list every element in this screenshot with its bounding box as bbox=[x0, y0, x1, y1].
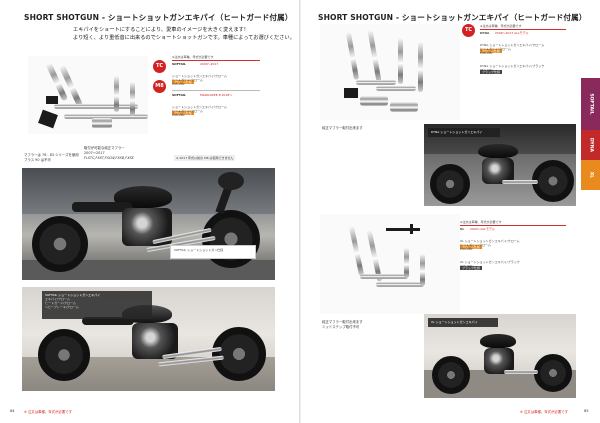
xl-spec-rule bbox=[460, 225, 566, 226]
dyna-spec-header: ※注文は車種、年式が必要です bbox=[480, 24, 522, 28]
tc-badge: TC bbox=[153, 60, 166, 73]
xl-note-1: 純正マフラー取付出来ます bbox=[322, 320, 363, 324]
left-spec-header: ※注文は車種、年式が必要です bbox=[172, 55, 214, 59]
dyna-price: ¥48,000 bbox=[480, 51, 493, 55]
xl-note-2: ミッドステップ取付不可 bbox=[322, 325, 360, 329]
dyna-tag2: ブラック仕様 bbox=[480, 70, 503, 74]
m8-badge: M8 bbox=[153, 80, 166, 93]
spec1-price: ¥48,000 bbox=[172, 82, 185, 86]
xl-tag: クローム仕様 bbox=[460, 245, 482, 249]
right-footer: ※ 注文は車種、年式が必要です bbox=[520, 410, 568, 414]
spec1-desc: ショートショットガンエキパイ/クローム bbox=[172, 74, 227, 78]
left-photo-1 bbox=[22, 168, 275, 280]
muffler-note-1: マフラーは 76 - 83 シリーズを使用 bbox=[24, 153, 79, 157]
xl-product-image bbox=[320, 214, 460, 314]
spec2-tag-wrap: クローム仕様 bbox=[172, 99, 194, 118]
xl-price: ¥44,000 bbox=[460, 247, 473, 251]
left-subtitle-line-2: より短く、より重低音に出来るのでショートショットガンです。車種によってお選びくだ… bbox=[73, 35, 295, 41]
dyna-price2: ¥50,000 bbox=[480, 68, 493, 72]
photo2-point-2: ヒートガード/クローム bbox=[45, 301, 76, 305]
side-tab-dyna: DYNA bbox=[581, 130, 600, 160]
right-tc-badge: TC bbox=[462, 24, 475, 37]
spec1-years: 2000～2017 bbox=[200, 62, 219, 66]
spec1-tag: クローム仕様 bbox=[172, 80, 194, 84]
photo2-caption: SOFTAIL ショートショットガンエキパイ bbox=[45, 293, 101, 297]
spec-footnote: ※ 2017 年式以前の M8 は使用できません bbox=[174, 155, 236, 161]
left-photo-2 bbox=[22, 287, 275, 391]
compat-models: FLSTC,FXST,FXCW,FXSB,FXSE bbox=[84, 156, 134, 160]
page-gutter bbox=[299, 0, 301, 423]
xl-price2: ¥46,000 bbox=[460, 264, 473, 268]
left-page-number: 64 bbox=[10, 409, 15, 413]
xl-spec-header: ※注文は車種、年式が必要です bbox=[460, 220, 502, 224]
dyna-desc2: DYNA ショートショットガンエキパイ/ブラック bbox=[480, 64, 545, 68]
dyna-photo-caption: DYNA ショートショットガンエキパイ bbox=[431, 130, 483, 134]
dyna-product-image bbox=[320, 24, 460, 120]
photo2-caption-card: SOFTAIL ショートショットガンエキパイ エキパイ/クローム ヒートガード/… bbox=[42, 291, 152, 319]
muffler-note-2: ブラス 90 は不可 bbox=[24, 158, 51, 162]
dyna-desc: DYNA ショートショットガンエキパイ/クローム bbox=[480, 43, 545, 47]
xl-sub: ヒートガード/クローム bbox=[460, 243, 491, 247]
dyna-years: 2006～2017 ALLモデル bbox=[495, 31, 529, 35]
spec2-price: ¥48,000 bbox=[172, 113, 185, 117]
spec2-sub: ヒートガード/クローム bbox=[172, 109, 203, 113]
xl-desc: XL ショートショットガンエキパイ/クローム bbox=[460, 239, 520, 243]
dyna-sub: ヒートガード/クローム bbox=[480, 47, 511, 51]
spec2-tag: クローム仕様 bbox=[172, 111, 194, 115]
xl-tag-wrap: クローム仕様 bbox=[460, 233, 482, 252]
compat-label: 取付が可能な純正マフラー bbox=[84, 146, 125, 150]
dyna-tag2-wrap: ブラック仕様 bbox=[480, 58, 503, 77]
right-page-number: 65 bbox=[584, 409, 589, 413]
photo1-caption: SOFTAIL ショートショットガン仕様 bbox=[174, 248, 224, 252]
xl-photo bbox=[424, 314, 576, 398]
xl-tag2-wrap: ブラック仕様 bbox=[460, 254, 483, 273]
dyna-tag: クローム仕様 bbox=[480, 49, 502, 53]
left-page-title: SHORT SHOTGUN - ショートショットガンエキパイ（ヒートガード付属） bbox=[24, 13, 293, 22]
dyna-photo-caption-card: DYNA ショートショットガンエキパイ bbox=[428, 128, 500, 137]
spec1-model: SOFTAIL bbox=[172, 62, 186, 66]
xl-model: XL bbox=[460, 227, 465, 231]
spec2-desc: ショートショットガンエキパイ/クローム bbox=[172, 105, 227, 109]
side-tab-softail: SOFTAIL bbox=[581, 78, 600, 130]
xl-tag2: ブラック仕様 bbox=[460, 266, 483, 270]
xl-years: 2004～ALLモデル bbox=[470, 227, 496, 231]
dyna-spec-rule bbox=[480, 29, 566, 30]
photo1-caption-card: SOFTAIL ショートショットガン仕様 bbox=[170, 245, 256, 259]
photo2-point-3: ヘビーブレーキ/クローム bbox=[45, 305, 79, 309]
xl-photo-caption-card: XL ショートショットガンエキパイ bbox=[428, 318, 498, 327]
right-page-title: SHORT SHOTGUN - ショートショットガンエキパイ（ヒートガード付属） bbox=[318, 13, 587, 22]
left-spec-rule bbox=[172, 60, 260, 61]
compat-years: 2007～2017 bbox=[84, 151, 105, 155]
spec2-model: SOFTAIL bbox=[172, 93, 186, 97]
spec1-sub: ヒートガード/クローム bbox=[172, 78, 203, 82]
dyna-model: DYNA bbox=[480, 31, 490, 35]
xl-photo-caption: XL ショートショットガンエキパイ bbox=[431, 320, 478, 324]
photo2-point-1: エキパイ/クローム bbox=[45, 297, 70, 301]
dyna-note: 純正マフラー取付出来ます bbox=[322, 126, 363, 130]
spec1-tag-wrap: クローム仕様 bbox=[172, 68, 194, 87]
spec-divider bbox=[172, 90, 260, 91]
left-footer: ※ 注文は車種、年式が必要です bbox=[24, 410, 72, 414]
left-product-image bbox=[28, 56, 148, 134]
left-subtitle-line-1: エキパイをショートにすることにより、愛車のイメージを大きく変えます! bbox=[73, 27, 246, 33]
spec2-years: MILWAUKEE-8 2018～ bbox=[200, 93, 233, 97]
dyna-tag-wrap: クローム仕様 bbox=[480, 37, 502, 56]
xl-desc2: XL ショートショットガンエキパイ/ブラック bbox=[460, 260, 520, 264]
side-tab-xl: XL bbox=[581, 160, 600, 190]
